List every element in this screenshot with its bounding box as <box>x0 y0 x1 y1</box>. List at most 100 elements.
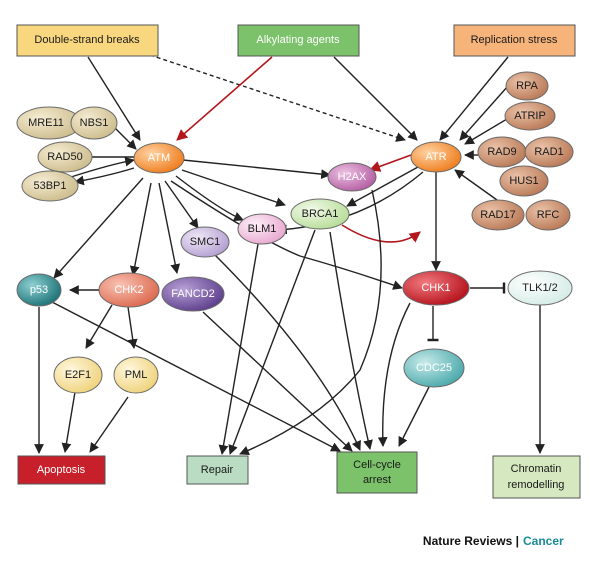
node-hus1: HUS1 <box>499 165 549 197</box>
label-rad9: RAD9 <box>487 146 516 158</box>
edge-atrip-atr <box>464 115 513 145</box>
edge-chk2-pml <box>127 306 138 349</box>
label-smc1: SMC1 <box>190 236 221 248</box>
node-rfc: RFC <box>525 199 571 231</box>
label-tlk12: TLK1/2 <box>522 282 557 294</box>
node-fancd2: FANCD2 <box>161 276 225 312</box>
input-box-double-strand-breaks: Double-strand breaks <box>16 24 159 57</box>
edge-brca1-repair <box>228 229 316 455</box>
label-mre11: MRE11 <box>28 117 64 129</box>
label-rfc: RFC <box>537 209 560 221</box>
label-brca1: BRCA1 <box>302 208 339 220</box>
node-rad1: RAD1 <box>524 136 574 168</box>
edge-blm1-repair <box>218 243 259 455</box>
label-cell-cycle-arrest-line1: Cell-cycle <box>353 459 401 471</box>
edge-atm-chk2 <box>129 182 152 276</box>
edge-chk1-arrest <box>377 302 411 447</box>
label-fancd2: FANCD2 <box>171 288 214 300</box>
edges <box>34 54 545 456</box>
edge-alkylating-atm <box>176 56 273 141</box>
edge-atm-chk1 <box>170 180 403 290</box>
edge-atr-h2ax <box>368 154 412 172</box>
journal-name: Nature Reviews | <box>423 534 519 548</box>
node-chk2: CHK2 <box>98 272 160 308</box>
label-atrip: ATRIP <box>514 110 546 122</box>
edge-atm-smc1 <box>164 180 199 229</box>
label-p53: p53 <box>30 284 48 296</box>
label-rpa: RPA <box>516 80 538 92</box>
node-rpa: RPA <box>505 71 549 101</box>
edge-replication-atr <box>439 56 509 141</box>
edge-pml-apoptosis <box>89 396 129 453</box>
edge-dsb-atm <box>87 56 141 141</box>
edge-alkylating-atr <box>333 56 418 141</box>
input-box-alkylating-agents: Alkylating agents <box>237 24 360 57</box>
edge-smc1-arrest <box>214 254 361 451</box>
edge-atm-brca1 <box>181 169 286 207</box>
label-chromatin-remodelling-line1: Chromatin <box>511 463 562 475</box>
node-rad50: RAD50 <box>37 141 93 173</box>
output-box-cell-cycle-arrest: Cell-cycle arrest <box>336 451 418 494</box>
node-atr: ATR <box>410 141 462 173</box>
node-mre11: MRE11 <box>16 106 82 140</box>
label-atr: ATR <box>425 151 446 163</box>
edge-brca1-red-curve <box>341 224 421 243</box>
node-cdc25: CDC25 <box>403 348 465 388</box>
label-h2ax: H2AX <box>338 171 367 183</box>
label-atm: ATM <box>148 152 170 164</box>
label-hus1: HUS1 <box>509 175 538 187</box>
output-box-chromatin-remodelling: Chromatin remodelling <box>492 455 581 499</box>
label-repair: Repair <box>201 464 234 476</box>
node-rad17: RAD17 <box>471 199 525 231</box>
node-pml: PML <box>113 356 159 394</box>
label-nbs1: NBS1 <box>80 117 109 129</box>
edge-cdc25-arrest <box>398 386 430 447</box>
edge-atm-fancd2 <box>158 182 181 274</box>
label-53bp1: 53BP1 <box>33 180 66 192</box>
label-double-strand-breaks: Double-strand breaks <box>34 34 140 46</box>
edge-atm-p53 <box>53 177 144 279</box>
node-tlk12: TLK1/2 <box>507 270 573 306</box>
output-box-apoptosis: Apoptosis <box>17 455 106 485</box>
node-nbs1: NBS1 <box>70 106 118 140</box>
label-cell-cycle-arrest-line2: arrest <box>363 474 391 486</box>
label-rad1: RAD1 <box>534 146 563 158</box>
edge-dsb-atr-dashed <box>149 54 406 142</box>
edge-atr-blm1 <box>277 171 424 235</box>
label-replication-stress: Replication stress <box>471 34 558 46</box>
node-53bp1: 53BP1 <box>21 170 79 202</box>
journal-section: Cancer <box>523 534 564 548</box>
node-atm: ATM <box>133 142 185 174</box>
edge-rpa-atr <box>459 85 509 141</box>
node-brca1: BRCA1 <box>290 198 350 230</box>
edge-h2ax-repair <box>239 189 382 456</box>
label-alkylating-agents: Alkylating agents <box>256 34 340 46</box>
journal-credit: Nature Reviews | Cancer <box>423 534 564 548</box>
label-rad50: RAD50 <box>47 151 82 163</box>
node-smc1: SMC1 <box>180 226 230 258</box>
edge-atr-brca1 <box>346 166 419 207</box>
node-h2ax: H2AX <box>327 162 377 192</box>
label-chk2: CHK2 <box>114 284 143 296</box>
edge-fancd2-arrest <box>202 311 353 452</box>
edge-rad17-atr <box>454 169 498 201</box>
label-apoptosis: Apoptosis <box>37 464 86 476</box>
node-p53: p53 <box>16 273 62 307</box>
node-atrip: ATRIP <box>504 101 556 131</box>
edge-atm-blm1 <box>175 175 244 221</box>
edge-atm-h2ax <box>182 159 331 179</box>
output-box-repair: Repair <box>186 455 249 485</box>
label-blm1: BLM1 <box>248 223 277 235</box>
label-chk1: CHK1 <box>421 282 450 294</box>
label-cdc25: CDC25 <box>416 362 452 374</box>
node-e2f1: E2F1 <box>53 356 103 394</box>
label-chromatin-remodelling-line2: remodelling <box>508 479 565 491</box>
label-pml: PML <box>125 369 148 381</box>
edge-p53-arrest <box>51 301 341 452</box>
input-box-replication-stress: Replication stress <box>453 24 576 57</box>
edge-brca1-arrest <box>329 231 373 450</box>
node-chk1: CHK1 <box>402 270 470 306</box>
edge-e2f1-apoptosis <box>61 391 76 453</box>
label-rad17: RAD17 <box>480 209 515 221</box>
node-rad9: RAD9 <box>477 136 527 168</box>
